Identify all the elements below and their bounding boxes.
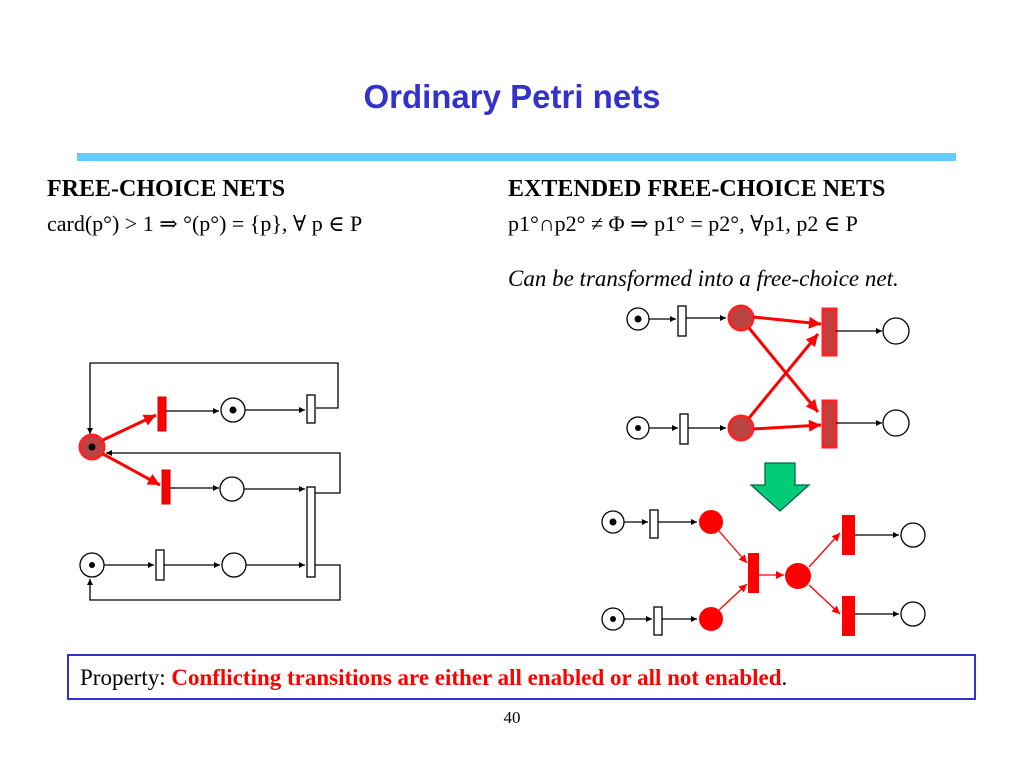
marked-place-t-bottom	[601, 607, 625, 631]
property-end: .	[781, 665, 788, 690]
t-place-p1	[699, 510, 723, 534]
arc-loop-top	[87, 362, 339, 434]
place-p1	[727, 304, 755, 332]
t-output-place-lower	[900, 601, 926, 627]
conflict-transition-t1	[821, 307, 838, 357]
title-underline	[77, 153, 956, 161]
t-join-transition	[748, 553, 759, 593]
t-input-transition-bottom	[653, 606, 663, 636]
transition-upper-right	[306, 394, 316, 424]
output-place-lower	[882, 409, 910, 437]
conflict-transition-lower	[161, 469, 171, 505]
marked-place-upper	[220, 397, 246, 423]
page-number: 40	[503, 708, 521, 727]
shared-input-place	[78, 433, 106, 461]
output-place-upper	[882, 317, 910, 345]
synchronizing-transition	[306, 486, 316, 578]
t-conflict-transition-upper	[842, 515, 855, 555]
slide-title: Ordinary Petri nets	[363, 78, 661, 115]
transform-note: Can be transformed into a free-choice ne…	[508, 266, 899, 291]
right-formula: p1°∩p2° ≠ Φ ⇒ p1° = p2°, ∀p1, p2 ∈ P	[508, 211, 858, 236]
marked-place-bottom	[79, 552, 105, 578]
transform-arrow-icon	[749, 462, 811, 512]
property-box: Property: Conflicting transitions are ei…	[67, 654, 976, 700]
transition-bottom	[155, 549, 165, 581]
arc-conflict-upper	[102, 413, 157, 442]
conflict-transition-t2	[821, 399, 838, 449]
conflict-transition-upper	[157, 396, 167, 432]
marked-place-top	[626, 307, 650, 331]
extended-free-choice-net	[626, 304, 910, 449]
empty-place-middle	[219, 476, 245, 502]
empty-place-bottom	[221, 552, 247, 578]
left-heading: FREE-CHOICE NETS	[47, 176, 286, 202]
property-label: Property:	[80, 665, 172, 690]
place-p2	[727, 414, 755, 442]
t-output-place-upper	[900, 522, 926, 548]
input-transition-bottom	[679, 413, 689, 445]
right-heading: EXTENDED FREE-CHOICE NETS	[508, 176, 886, 202]
t-input-transition-top	[649, 509, 659, 539]
t-place-p2	[699, 607, 723, 631]
transformed-free-choice-net	[601, 509, 926, 636]
free-choice-net	[78, 362, 341, 601]
arc-return-middle	[106, 450, 341, 494]
t-conflict-transition-lower	[842, 596, 855, 636]
input-transition-top	[677, 305, 687, 337]
t-shared-place	[785, 563, 811, 589]
marked-place-t-top	[601, 510, 625, 534]
property-statement: Conflicting transitions are either all e…	[171, 665, 782, 690]
marked-place-bottom-right	[626, 416, 650, 440]
arc-return-bottom	[87, 564, 341, 601]
arc-conflict-lower	[102, 452, 161, 487]
left-formula: card(p°) > 1 ⇒ °(p°) = {p}, ∀ p ∈ P	[47, 211, 363, 236]
